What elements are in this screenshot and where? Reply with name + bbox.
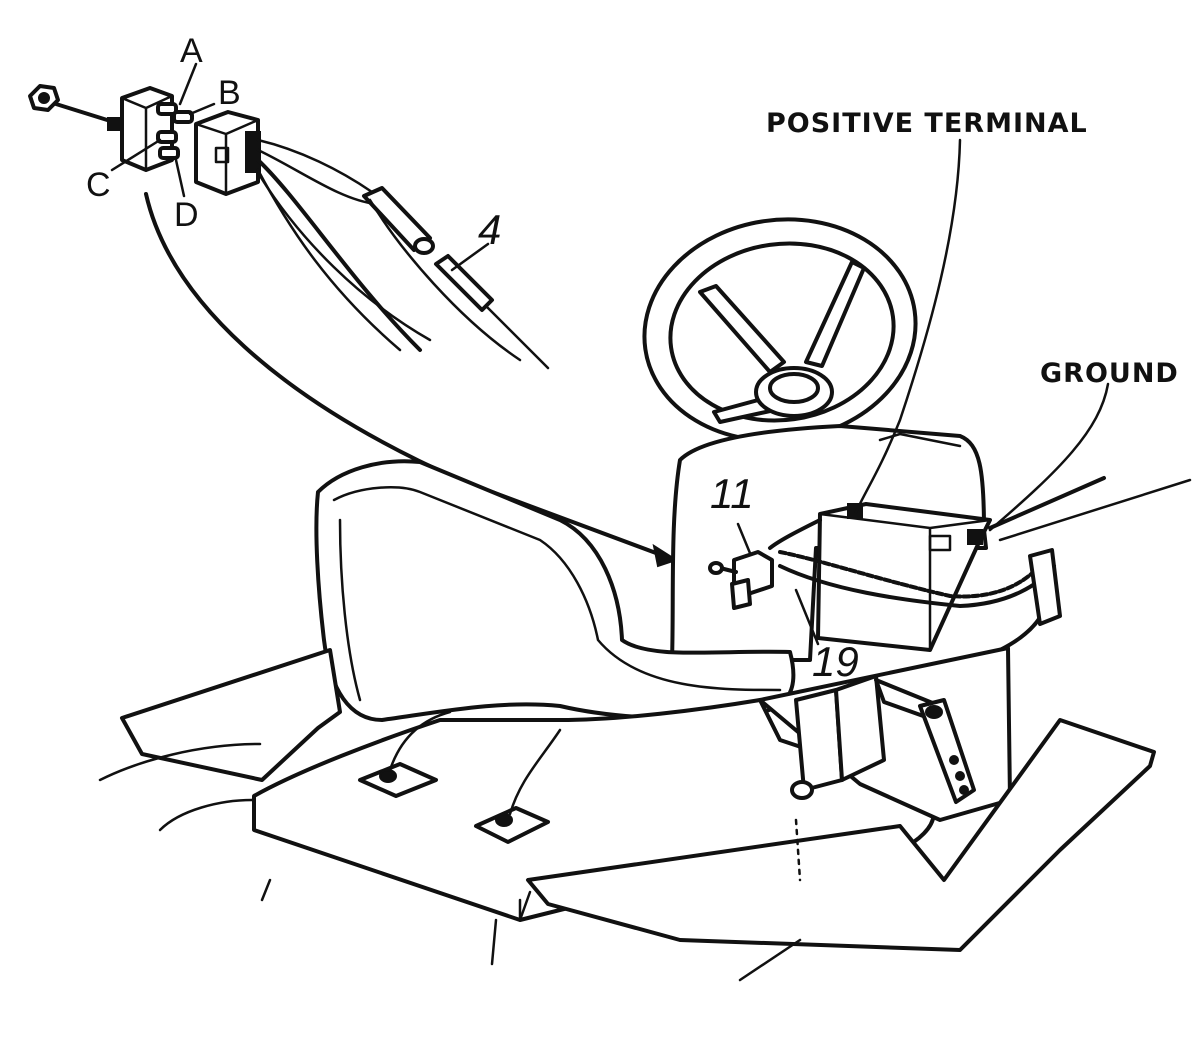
left-fender (120, 648, 342, 782)
harness-conduit (778, 550, 1046, 599)
terminal-b (172, 110, 194, 124)
leader-19 (794, 588, 820, 646)
leader-d (174, 158, 186, 198)
hub-cap (768, 372, 820, 404)
wheel-spoke-right (804, 260, 866, 368)
label-part-11: 11 (710, 470, 754, 517)
harness-wire-5 (258, 174, 432, 342)
harness-wire-1 (256, 138, 374, 194)
leader-11 (736, 522, 754, 560)
frame-edge-line (998, 478, 1192, 542)
connector-window (214, 146, 230, 164)
toggle-switch-11 (708, 550, 774, 610)
label-positive-terminal: POSITIVE TERMINAL (766, 108, 1088, 139)
wheel-spoke-left (698, 284, 786, 374)
steering-wheel-inner (668, 241, 896, 423)
toggle-bracket (730, 578, 752, 610)
detail-arrow-line (144, 192, 666, 558)
battery-cap (928, 534, 952, 552)
fuse-holder-end (434, 254, 494, 312)
leader-positive (854, 138, 962, 514)
label-part-19: 19 (812, 638, 859, 685)
footrest-right (526, 718, 1156, 952)
lift-arm-hole-1 (949, 755, 959, 765)
fuse-lead (484, 304, 550, 370)
seat-strut-right (508, 728, 562, 816)
lift-actuator (790, 674, 976, 804)
harness-wire-3 (256, 158, 422, 352)
label-pin-c: C (86, 166, 111, 204)
positive-cable (768, 518, 822, 550)
console-top-edge (878, 432, 962, 448)
wheel-arc-left (98, 742, 262, 782)
ground-cable-run (988, 476, 1106, 530)
leader-ground (988, 382, 1110, 532)
terminal-a (156, 102, 178, 116)
ground-line (738, 938, 802, 982)
connector-contacts (245, 131, 261, 173)
lift-arm-hole-3 (959, 785, 969, 795)
fuse-holder-cap (413, 237, 435, 255)
switch-body-edges (120, 94, 174, 172)
label-pin-d: D (174, 196, 199, 234)
toggle-knob (708, 561, 724, 575)
actuator-gearbox (834, 674, 886, 782)
switch-collar (107, 117, 121, 131)
label-ground: GROUND (1040, 358, 1179, 389)
seat-side-edge (338, 518, 362, 702)
wheel-arc-left-2 (158, 798, 254, 832)
hidden-line (794, 818, 802, 882)
ground-post (967, 529, 983, 545)
fuse-holder-body (362, 186, 432, 252)
connector-block (1028, 548, 1062, 626)
battery (816, 502, 992, 652)
lift-arm-hole-2 (955, 771, 965, 781)
deck-platform (252, 698, 936, 922)
switch-detail (28, 62, 550, 370)
fuse-wire (368, 198, 522, 362)
connector-edges (194, 118, 260, 196)
label-pin-a: A (180, 32, 203, 70)
leader-a (178, 62, 198, 106)
seat-strut-left (388, 710, 452, 772)
actuator-pivot (790, 780, 814, 800)
label-part-4: 4 (478, 206, 501, 253)
leader-c (110, 138, 162, 172)
leader-b (188, 102, 216, 116)
lift-arm-bolt (925, 705, 943, 719)
nut-hole (38, 92, 50, 104)
leader-4 (450, 242, 490, 272)
label-pin-b: B (218, 74, 241, 112)
detail-arrow-head (652, 543, 679, 568)
harness-wire-2 (256, 148, 378, 206)
deck-legs (260, 878, 498, 966)
seat-inner-edge (332, 486, 782, 692)
terminal-d (158, 146, 180, 160)
terminal-c (156, 130, 178, 144)
bolt-left (379, 769, 397, 783)
bolt-right (495, 813, 513, 827)
